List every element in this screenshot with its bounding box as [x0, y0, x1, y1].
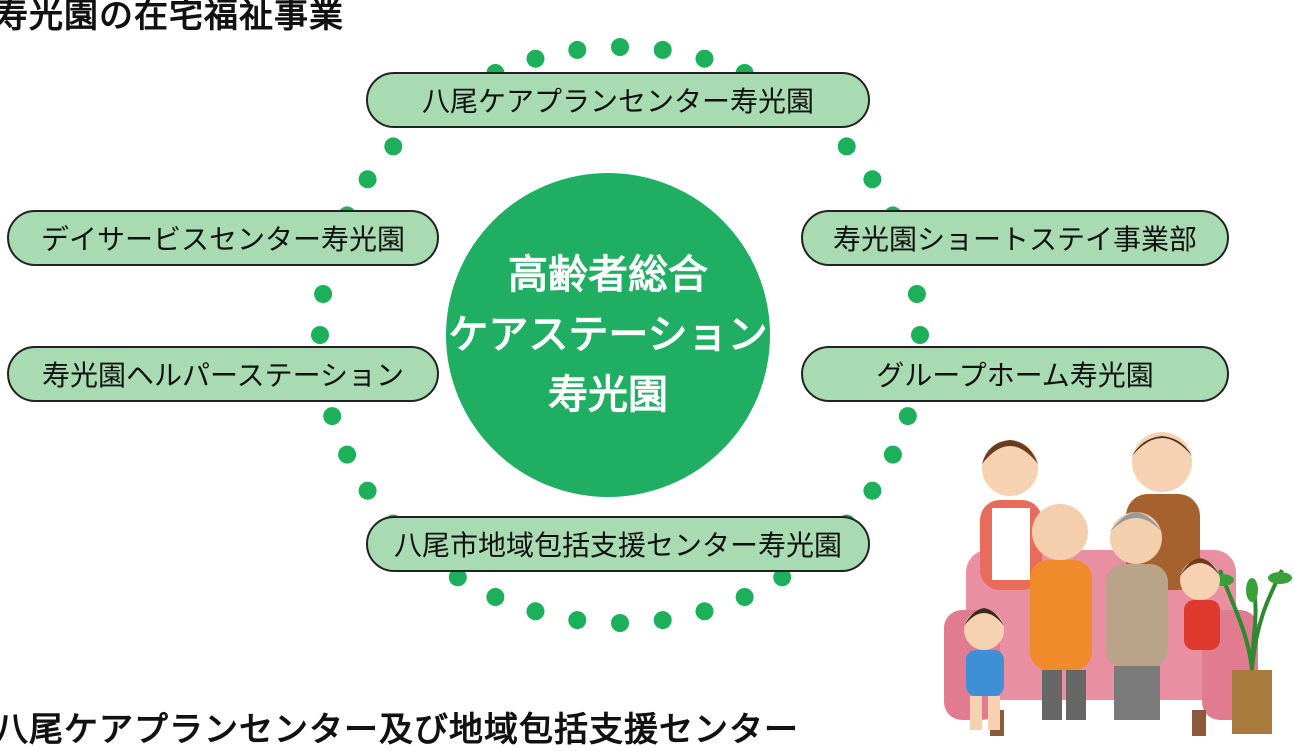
- ring-dot: [526, 602, 545, 621]
- ring-dot: [911, 326, 929, 344]
- ring-dot: [863, 170, 882, 189]
- ring-dot: [314, 285, 333, 303]
- ring-dot: [907, 285, 926, 303]
- center-circle: 高齢者総合 ケアステーション 寿光園: [446, 173, 770, 497]
- ring-dot: [735, 588, 754, 606]
- ring-dot: [384, 137, 403, 156]
- center-title-line3: 寿光園: [548, 372, 668, 418]
- ring-dot: [568, 611, 587, 630]
- center-title-line1: 高齢者総合: [508, 252, 708, 298]
- ring-dot: [568, 40, 587, 59]
- ring-dot: [323, 407, 342, 426]
- ring-dot: [448, 568, 467, 587]
- ring-dot: [611, 614, 629, 632]
- ring-dot: [526, 49, 545, 68]
- ring-dot: [611, 38, 629, 56]
- section-heading: 八尾ケアプランセンター及び地域包括支援センター: [0, 710, 799, 750]
- ring-dot: [695, 602, 714, 621]
- ring-dot: [653, 611, 672, 630]
- service-care-plan: 八尾ケアプランセンター寿光園: [366, 72, 870, 128]
- ring-dot: [358, 170, 377, 189]
- page-heading: 寿光園の在宅福祉事業: [0, 0, 344, 36]
- ring-dot: [486, 588, 505, 606]
- ring-dot: [837, 137, 856, 156]
- service-group-home: グループホーム寿光園: [801, 346, 1229, 402]
- service-short-stay: 寿光園ショートステイ事業部: [801, 210, 1229, 266]
- ring-dot: [898, 407, 917, 426]
- family-illustration: [944, 432, 1292, 736]
- service-day-service: デイサービスセンター寿光園: [7, 210, 439, 266]
- ring-dot: [653, 40, 672, 59]
- ring-dot: [358, 481, 377, 500]
- ring-dot: [311, 326, 329, 344]
- ring-dot: [695, 49, 714, 68]
- center-title-line2: ケアステーション: [448, 312, 768, 358]
- ring-dot: [773, 568, 792, 587]
- ring-dot: [338, 445, 357, 464]
- service-regional-support: 八尾市地域包括支援センター寿光園: [366, 516, 870, 572]
- ring-dot: [863, 481, 882, 500]
- service-helper-station: 寿光園ヘルパーステーション: [7, 346, 439, 402]
- ring-dot: [883, 445, 902, 464]
